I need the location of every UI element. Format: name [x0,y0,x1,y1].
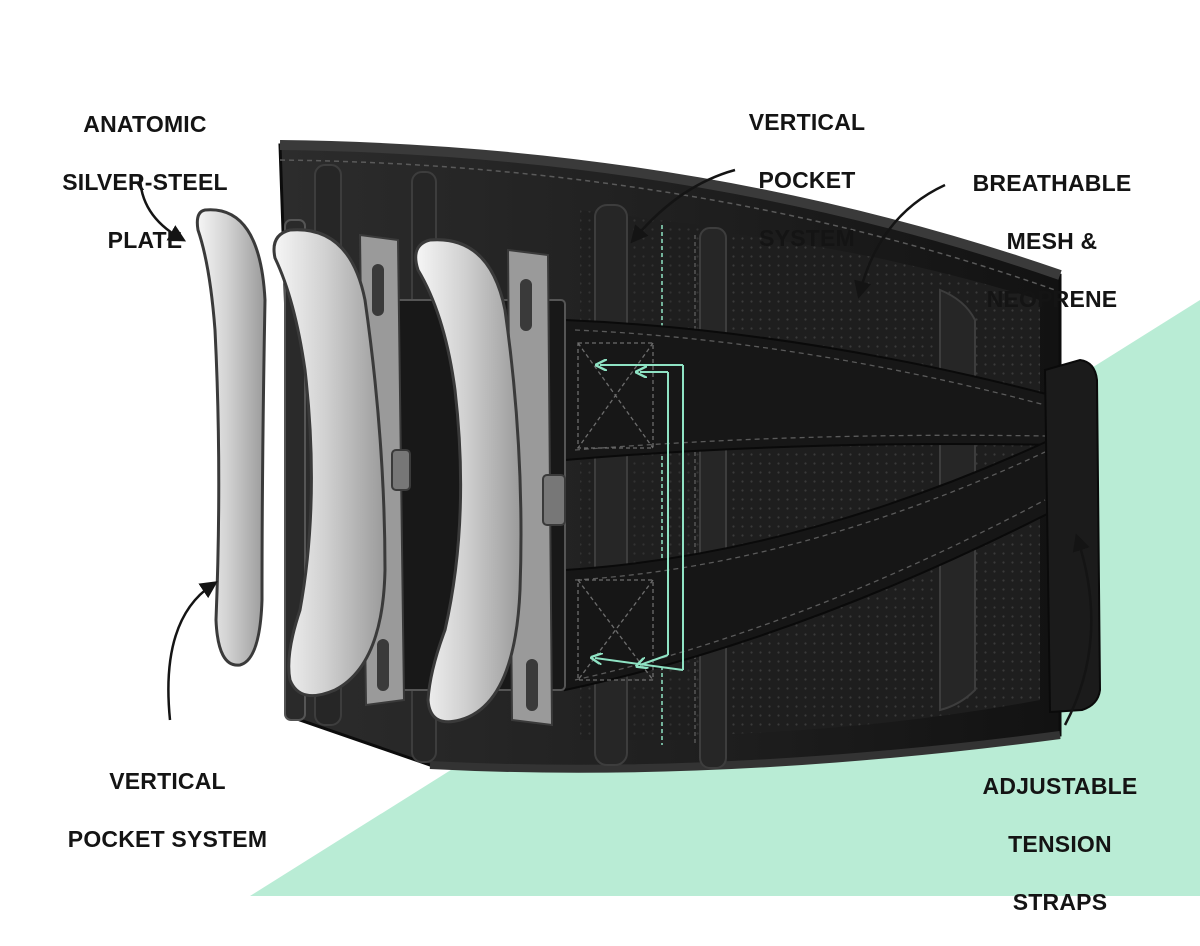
belt-bottom-binding [429,731,1061,773]
arrow-vertical-pocket-top [630,168,736,244]
label-tension-straps: ADJUSTABLE TENSION STRAPS [982,773,1138,915]
label-anatomic-plate: ANATOMIC SILVER-STEEL PLATE [62,111,228,253]
label-breathable-mesh: BREATHABLE MESH & NEOPRENE [972,170,1132,312]
pocket-insert-arrows [595,365,684,671]
arrow-breathable-mesh [854,183,946,299]
belt-top-binding [279,140,1062,280]
curved-arrow-icon [138,168,1093,726]
strap-stitch-patches [577,342,654,681]
steel-plate-1 [195,208,267,667]
diagram-canvas [138,140,1200,896]
velcro-closure-tab [1043,358,1102,714]
steel-plate-3 [414,238,523,724]
arrow-vertical-pocket-bottom [167,581,218,721]
steel-plate-2 [272,228,387,698]
label-vertical-pocket-top: VERTICAL POCKET SYSTEM [748,109,866,251]
arrow-tension-straps [1063,533,1093,726]
label-vertical-pocket-bottom: VERTICAL POCKET SYSTEM [67,768,268,852]
steel-plate-icon [195,208,523,724]
arrow-anatomic-plate [138,174,187,242]
